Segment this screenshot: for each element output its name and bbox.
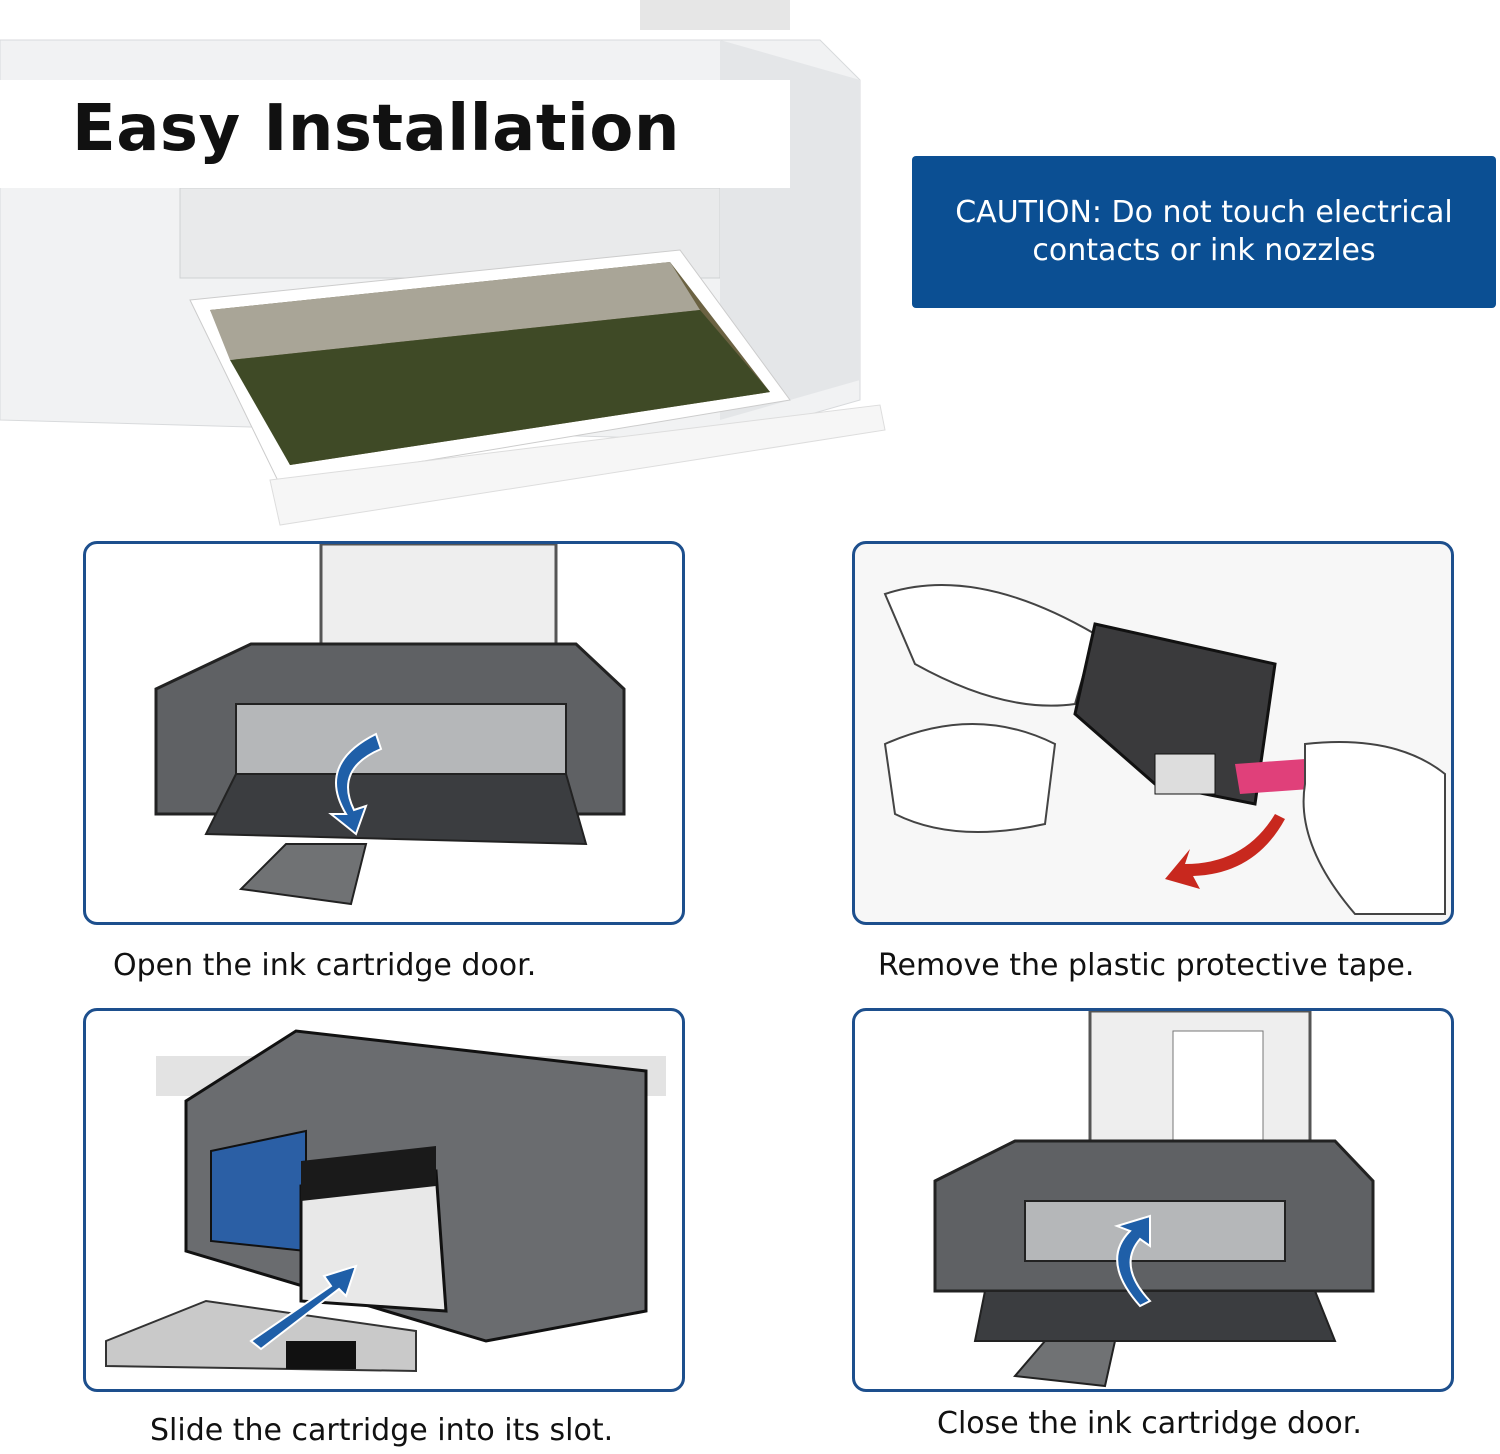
caution-line-1: CAUTION: Do not touch electrical xyxy=(955,195,1453,230)
step-2-panel xyxy=(852,541,1454,925)
step-4-caption: Close the ink cartridge door. xyxy=(937,1406,1362,1441)
close-door-illustration xyxy=(933,1011,1375,1388)
step-3-caption: Slide the cartridge into its slot. xyxy=(150,1413,614,1448)
step-4-panel xyxy=(852,1008,1454,1392)
red-arrow-icon xyxy=(1165,814,1285,889)
step-1-caption: Open the ink cartridge door. xyxy=(113,948,537,983)
step-3-panel xyxy=(83,1008,685,1392)
up-arrow-icon xyxy=(249,1264,358,1351)
page-title: Easy Installation xyxy=(72,92,680,166)
caution-line-2: contacts or ink nozzles xyxy=(1032,233,1376,268)
down-arrow-icon xyxy=(328,732,383,836)
caution-box: CAUTION: Do not touch electrical contact… xyxy=(912,156,1496,308)
open-door-illustration xyxy=(154,544,626,906)
up-arrow-icon xyxy=(1113,1214,1152,1308)
step-1-panel xyxy=(83,541,685,925)
title-banner xyxy=(0,80,790,188)
step-2-caption: Remove the plastic protective tape. xyxy=(878,948,1415,983)
slide-cartridge-illustration xyxy=(105,1029,666,1373)
remove-tape-illustration xyxy=(883,584,1446,915)
